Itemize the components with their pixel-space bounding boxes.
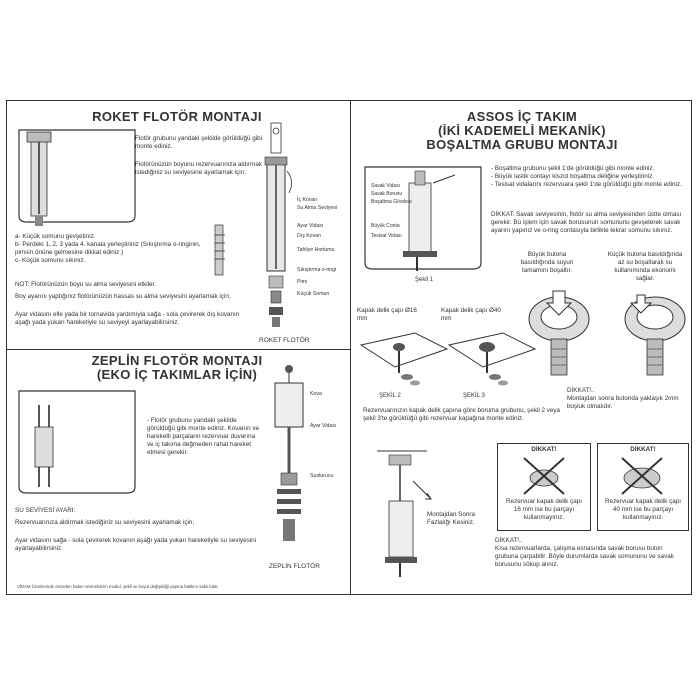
assos-warning-box-16mm: DİKKAT! Rezervuar kapak delik çapı 16 mm… — [497, 443, 591, 531]
roket-steps: a- Küçük somunu gevşetiniz. b- Perdeki 1… — [15, 233, 215, 265]
assos-label-savak-boru: Savak Borusu — [371, 191, 403, 197]
assos-cut-label: Montajdan Sonra Fazlalığı Kesiniz. — [427, 511, 475, 526]
footer-disclaimer: VİDAM Ürünlerinde önceden haber vermeksi… — [17, 584, 219, 589]
assos-x2-cross-icon — [621, 457, 663, 495]
assos-x1-title: DİKKAT! — [531, 446, 557, 453]
roket-label-inner-bucket: İç Kovan — [297, 197, 318, 203]
assos-sekil2: ŞEKİL 2 — [379, 393, 401, 399]
assos-sekil1: Şekil 1 — [415, 277, 434, 283]
assos-dikkat1-title: DİKKAT!.. — [567, 387, 595, 394]
assos-mount-text: Rezervuarınızın kapak delik çapına göre … — [363, 407, 561, 422]
zeplin-title-line1: ZEPLİN FLOTÖR MONTAJI — [91, 353, 263, 368]
roket-para4: Ayar vidasını elle yada bir tornavida ya… — [15, 311, 240, 326]
assos-warning: DİKKAT: Savak seviyesinin, flotör su alm… — [491, 211, 682, 234]
roket-note: NOT: Flotörünüzün boyu su alma seviyesin… — [15, 281, 157, 288]
assos-hole16: Kapak delik çapı Ø16 mm — [357, 307, 417, 322]
assos-dikkat1-text: Montajdan sonra butonda yaklaşık 2mm boş… — [567, 395, 679, 410]
assos-label-savak-vida: Savak Vidası — [371, 183, 401, 189]
assos-label-conta: Büyük Conta — [371, 223, 400, 229]
assos-label-tesisat: Tesisat Vidası — [371, 233, 402, 239]
assos-tank-illustration — [364, 166, 482, 271]
roket-label-pin: Pimi — [297, 279, 308, 285]
assos-bullet-3: - Tesisat vidalarını rezervuara şekil 1'… — [491, 181, 682, 188]
zeplin-caption: ZEPLİN FLOTÖR — [269, 563, 320, 570]
assos-x2-text: Rezervuar kapak delik çapı 40 mm ise bu … — [605, 498, 681, 521]
roket-label-water-level: Su Alma Seviyesi — [297, 205, 338, 211]
assos-big-button-text: Büyük butona basıldığında suyun tamamını… — [520, 251, 574, 274]
assos-bullet-2: - Büyük lastik contayı kiszot boşaltma d… — [491, 173, 655, 180]
roket-step-a: a- Küçük somunu gevşetiniz. — [15, 233, 96, 240]
assos-dikkat1: DİKKAT!.. Montajdan sonra butonda yaklaş… — [567, 387, 685, 411]
roket-step-b: b- Perdeki 1, 2, 3 yada 4. kanala yerleş… — [15, 241, 201, 256]
roket-para1: Flotör grubunu yandaki şekilde görüldüğü… — [135, 135, 263, 150]
assos-dikkat2-text: Kısa rezervuarlarda, çalışma esnasında s… — [495, 545, 674, 568]
assos-bullet-1: - Boşaltma grubunu şekil 1'de görüldüğü … — [491, 165, 655, 172]
roket-caption: ROKET FLOTÖR — [259, 337, 310, 344]
zeplin-para1: - Flotör grubunu yandaki şekilde görüldü… — [147, 417, 260, 456]
assos-title-line2: (İKİ KADEMELİ MEKANİK) — [438, 123, 606, 138]
assos-warning-box-40mm: DİKKAT! Rezervuar kapak delik çapı 40 mm… — [597, 443, 689, 531]
roket-label-o-ring: Sıkıştırma o-ringi — [297, 267, 337, 273]
zeplin-label-bucket: Kova — [310, 391, 322, 397]
zeplin-tank-illustration — [18, 390, 136, 494]
assos-sekil2-illustration — [359, 332, 449, 386]
assos-sekil3-illustration — [447, 332, 537, 386]
roket-label-outer-bucket: Dış Kovan — [297, 233, 321, 239]
assos-big-button-illustration — [528, 290, 590, 376]
roket-label-drain-hose: Tahliye Hortumu — [297, 247, 335, 253]
assos-small-button-text: Küçük butona basıldığında az su boşaltar… — [607, 251, 683, 282]
assos-x2-title: DİKKAT! — [630, 446, 656, 453]
assos-bullets: - Boşaltma grubunu şekil 1'de görüldüğü … — [491, 165, 687, 189]
assos-dikkat2-title: DİKKAT!.. — [495, 537, 523, 544]
assos-cut-illustration — [377, 450, 432, 577]
zeplin-para2: Rezervuarınıza aldırmak istediğiniz su s… — [15, 519, 195, 526]
assos-x1-text: Rezervuar kapak delik çapı 16 mm ise bu … — [506, 498, 582, 521]
roket-tank-illustration — [18, 129, 136, 226]
roket-para3: Boy ayarını yaptığınız flotörünüzün hass… — [15, 293, 231, 300]
zeplin-para3: Ayar vidasını sağa - sola çevirerek kova… — [15, 537, 257, 552]
assos-sekil3: ŞEKİL 3 — [463, 393, 485, 399]
roket-channel-rod-illustration — [214, 224, 225, 276]
assos-label-govde: Boşaltma Gövdesi — [371, 199, 412, 205]
zeplin-level-heading: SU SEVİYESİ AYARI: — [15, 507, 76, 514]
zeplin-label-adjust-screw: Ayar Vidası — [310, 423, 337, 429]
assos-title-line3: BOŞALTMA GRUBU MONTAJI — [426, 137, 618, 152]
roket-step-c: c- Küçük somunu sıkınız. — [15, 257, 86, 264]
roket-title: ROKET FLOTÖR MONTAJI — [92, 109, 262, 124]
instruction-sheet: ROKET FLOTÖR MONTAJI Flotör grubunu yand… — [6, 100, 692, 595]
assos-hole40: Kapak delik çapı Ø40 mm — [441, 307, 501, 322]
vertical-divider — [350, 101, 351, 594]
zeplin-label-silencer: Susturucu — [310, 473, 334, 479]
horizontal-divider — [7, 349, 350, 350]
assos-dikkat2: DİKKAT!.. Kısa rezervuarlarda, çalışma e… — [495, 537, 685, 569]
roket-para2: Flotörünüzün boyunu rezervuarınıza aldır… — [135, 161, 263, 176]
roket-float-valve-diagram — [264, 122, 292, 327]
roket-label-adjust-screw: Ayar Vidası — [297, 223, 324, 229]
assos-x1-cross-icon — [523, 457, 565, 495]
assos-small-button-illustration — [624, 294, 686, 376]
assos-title-line1: ASSOS İÇ TAKIM — [466, 109, 578, 124]
zeplin-float-valve-diagram — [274, 365, 304, 541]
zeplin-title-line2: (EKO İÇ TAKIMLAR İÇİN) — [96, 367, 258, 382]
roket-label-small-nut: Küçük Somun — [297, 291, 330, 297]
